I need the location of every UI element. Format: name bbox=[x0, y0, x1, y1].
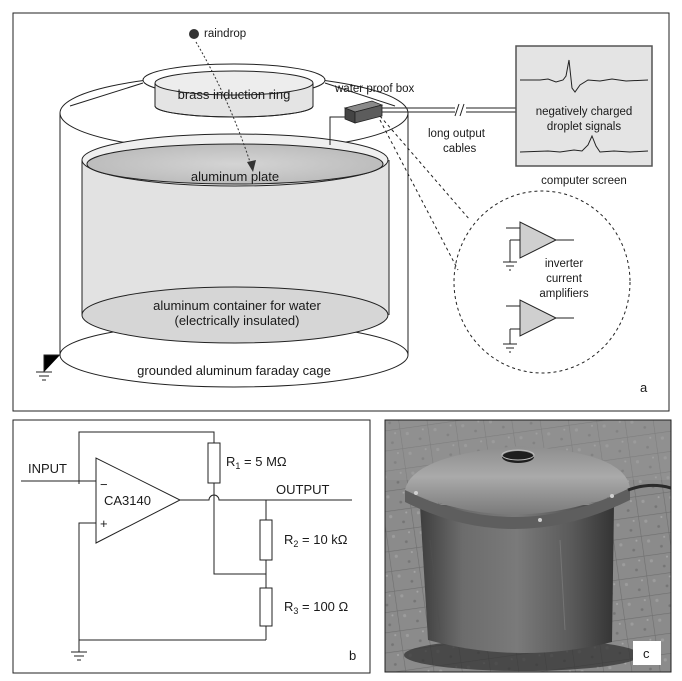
cables-label-line1: long output bbox=[428, 128, 486, 140]
collector-top-hole bbox=[502, 451, 534, 463]
ground-icon bbox=[36, 354, 60, 381]
inverter-amplifier-1 bbox=[503, 221, 574, 271]
collector-cable bbox=[627, 483, 671, 492]
panel-a: raindrop brass induction ring water proo… bbox=[12, 12, 670, 412]
faraday-cage-label: grounded aluminum faraday cage bbox=[137, 363, 331, 378]
resistor-r3 bbox=[259, 587, 273, 627]
panel-b-frame bbox=[12, 419, 371, 674]
drop-arrow-icon bbox=[247, 160, 256, 172]
minus-input-sign: − bbox=[100, 477, 108, 492]
circuit-wires bbox=[21, 431, 352, 661]
signal-trace-negative bbox=[520, 59, 649, 93]
raindrop-icon bbox=[189, 29, 199, 39]
panel-c-photo bbox=[385, 420, 671, 672]
panel-a-label: a bbox=[640, 380, 648, 395]
amplifier-label-line3: amplifiers bbox=[539, 288, 588, 300]
collector-lid-rim bbox=[405, 488, 630, 530]
container-label-line2: (electrically insulated) bbox=[175, 313, 300, 328]
panel-c-label-box bbox=[633, 641, 661, 665]
brass-induction-ring bbox=[69, 63, 396, 118]
chip-label: CA3140 bbox=[104, 493, 151, 508]
r2-label: R2 = 10 kΩ bbox=[284, 532, 348, 549]
box-lead-wire bbox=[329, 116, 345, 145]
water-proof-box bbox=[343, 100, 384, 124]
resistor-r2 bbox=[259, 519, 273, 561]
amplifier-label-line1: inverter bbox=[545, 258, 584, 270]
water-proof-box-label: water proof box bbox=[334, 83, 415, 95]
amplifier-zoom-callout bbox=[379, 115, 631, 374]
computer-screen: negatively charged droplet signals bbox=[515, 45, 653, 167]
panel-c-frame bbox=[384, 419, 672, 673]
input-label: INPUT bbox=[28, 461, 67, 476]
panel-a-frame bbox=[12, 12, 670, 412]
inverter-amplifier-2 bbox=[503, 299, 574, 353]
resistor-r1 bbox=[207, 442, 221, 484]
container-label-line1: aluminum container for water bbox=[153, 298, 321, 313]
drop-trajectory bbox=[195, 41, 253, 169]
computer-screen-label: computer screen bbox=[541, 175, 627, 187]
panel-c-label: c bbox=[643, 646, 650, 661]
output-cables bbox=[382, 103, 516, 117]
signal-trace-positive bbox=[519, 134, 649, 153]
plus-input-sign: + bbox=[100, 516, 108, 531]
panel-b: INPUT OUTPUT CA3140 − + R1 = 5 MΩ R2 = 1… bbox=[12, 419, 371, 674]
brass-ring-label: brass induction ring bbox=[178, 87, 291, 102]
collector-lid bbox=[405, 446, 630, 515]
aluminum-plate-label: aluminum plate bbox=[191, 169, 279, 184]
panel-b-label: b bbox=[349, 648, 356, 663]
r1-label: R1 = 5 MΩ bbox=[226, 454, 287, 471]
screen-text-line1: negatively charged bbox=[536, 106, 633, 118]
output-label: OUTPUT bbox=[276, 482, 330, 497]
collector-can bbox=[420, 505, 614, 654]
aluminum-plate bbox=[86, 143, 384, 185]
screen-text-line2: droplet signals bbox=[547, 121, 621, 133]
r3-label: R3 = 100 Ω bbox=[284, 599, 349, 616]
cables-label-line2: cables bbox=[443, 143, 476, 155]
amplifier-label-line2: current bbox=[546, 273, 583, 285]
raindrop-label: raindrop bbox=[204, 28, 246, 40]
